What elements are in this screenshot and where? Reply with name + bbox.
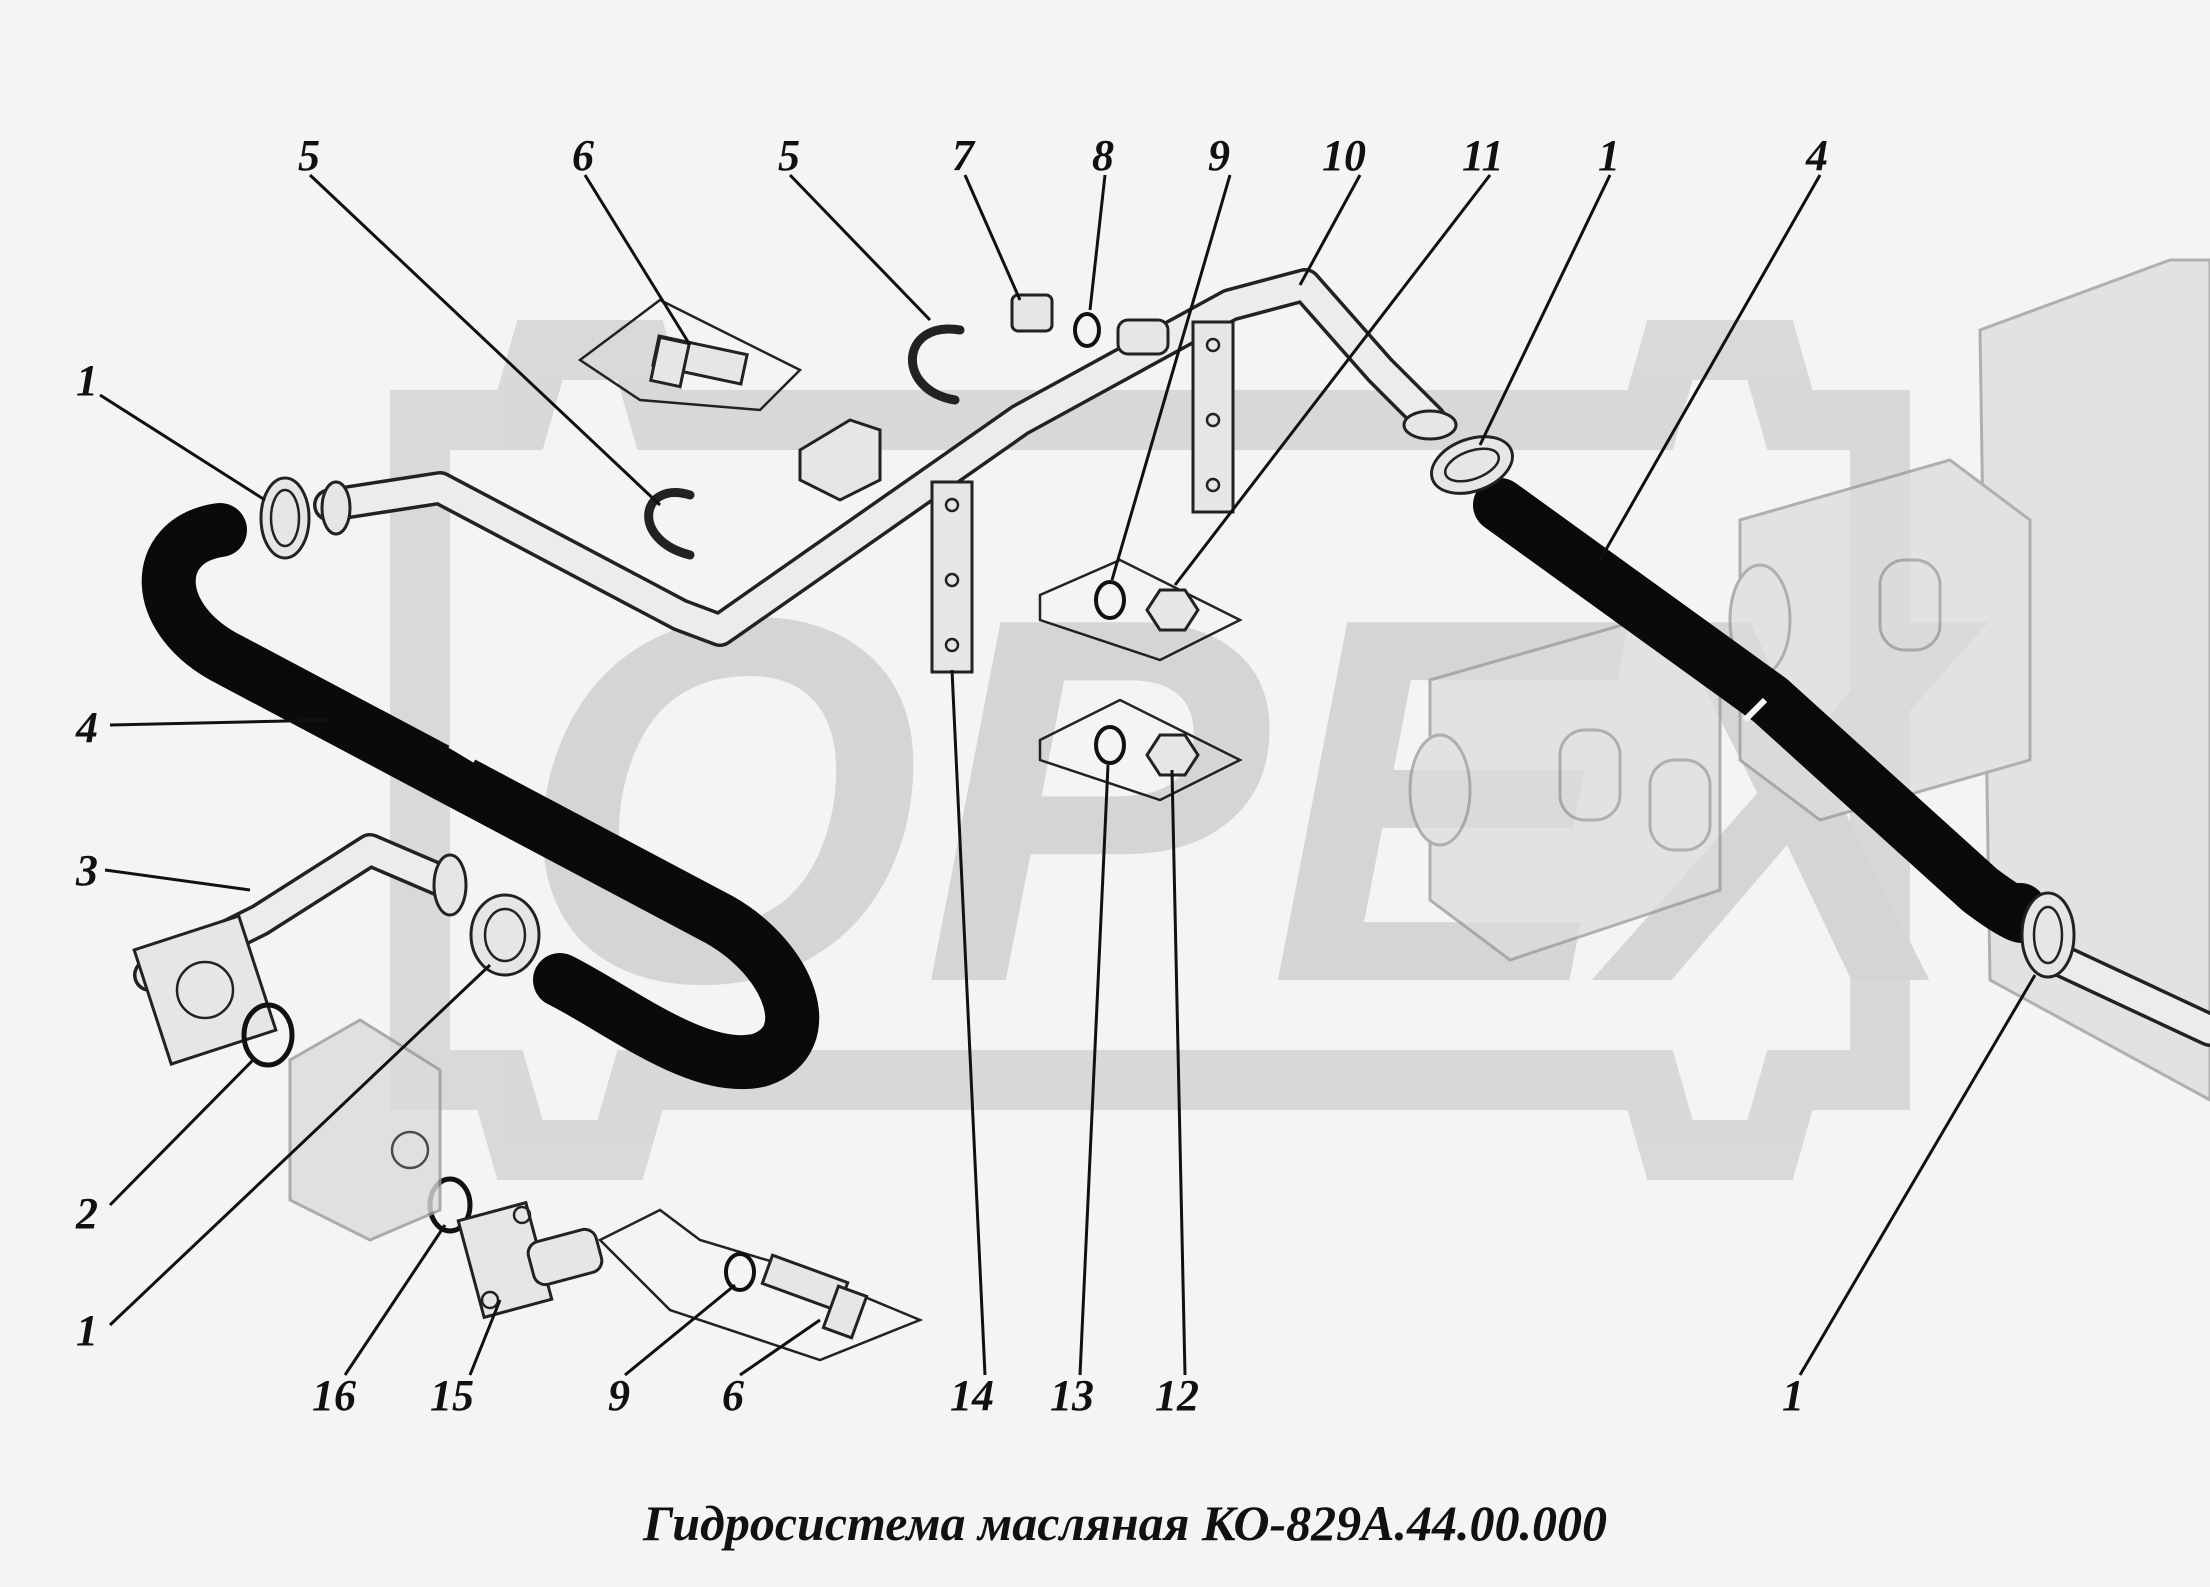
hose-clamp-bottom xyxy=(469,893,541,977)
hose-right xyxy=(1473,478,2051,943)
callout-13: 13 xyxy=(1050,1371,1094,1420)
callout-3: 3 xyxy=(75,846,98,895)
callout-4-top-right: 4 xyxy=(1805,131,1828,180)
mounting-strap-rear xyxy=(1191,320,1235,514)
detail-frame-lower xyxy=(1038,698,1243,802)
callout-15: 15 xyxy=(430,1371,474,1420)
callout-14: 14 xyxy=(950,1371,994,1420)
branch-pipe xyxy=(132,833,468,1066)
tube-end-right xyxy=(1402,409,1458,441)
callout-6-top: 6 xyxy=(572,131,594,180)
tube-end-left xyxy=(320,480,352,536)
callout-6-bottom: 6 xyxy=(722,1371,744,1420)
detail-frame-top xyxy=(577,298,803,412)
o-ring-8 xyxy=(1073,312,1101,348)
callout-2: 2 xyxy=(75,1189,98,1238)
watermark-gear xyxy=(390,320,1910,1180)
plug-7 xyxy=(1010,293,1054,333)
detail-frame-bottom xyxy=(597,1208,924,1362)
bolt-top xyxy=(648,334,749,389)
callout-1-left: 1 xyxy=(76,356,98,405)
callout-1-top: 1 xyxy=(1598,131,1620,180)
u-bolt-right xyxy=(908,324,965,405)
leader-lines xyxy=(99,173,2037,1377)
hose-clamp-left-top xyxy=(259,476,311,560)
washer-lower xyxy=(1094,725,1126,765)
callout-10: 10 xyxy=(1322,131,1366,180)
nut-middle xyxy=(1145,588,1200,632)
hose-clamp-right-bottom xyxy=(2020,891,2076,979)
bolt-bottom xyxy=(760,1253,869,1340)
callouts: 5 6 5 7 8 9 10 11 1 4 1 4 3 2 1 16 15 9 … xyxy=(75,131,1828,1420)
nipple xyxy=(1116,318,1170,356)
washer-middle xyxy=(1094,580,1126,620)
hose-left xyxy=(141,503,820,1090)
mounting-strap-front xyxy=(930,480,974,674)
callout-8: 8 xyxy=(1092,131,1114,180)
bracket xyxy=(798,418,882,502)
o-ring-2 xyxy=(241,1002,295,1068)
detail-frame-middle xyxy=(1038,558,1243,662)
u-bolt-left xyxy=(644,488,695,560)
callout-9-bottom: 9 xyxy=(608,1371,630,1420)
nut-lower xyxy=(1145,733,1200,777)
callout-12: 12 xyxy=(1155,1371,1199,1420)
washer-bottom xyxy=(724,1252,756,1292)
flange-fitting xyxy=(456,1200,604,1320)
callout-5-top-left: 5 xyxy=(298,131,320,180)
callout-7: 7 xyxy=(952,131,976,180)
hose-clamp-right-top xyxy=(1430,435,1514,495)
callout-9-top: 9 xyxy=(1208,131,1230,180)
callout-1-bottom-left: 1 xyxy=(76,1306,98,1355)
callout-16: 16 xyxy=(312,1371,356,1420)
callout-1-bottom-right: 1 xyxy=(1782,1371,1804,1420)
callout-11: 11 xyxy=(1462,131,1504,180)
steel-tube xyxy=(313,268,1458,647)
callout-5-top-right: 5 xyxy=(778,131,800,180)
pump-housing xyxy=(288,1018,442,1242)
drawing-caption: Гидросистема масляная КО-829А.44.00.000 xyxy=(642,1495,1607,1551)
callout-4-left: 4 xyxy=(75,703,98,752)
